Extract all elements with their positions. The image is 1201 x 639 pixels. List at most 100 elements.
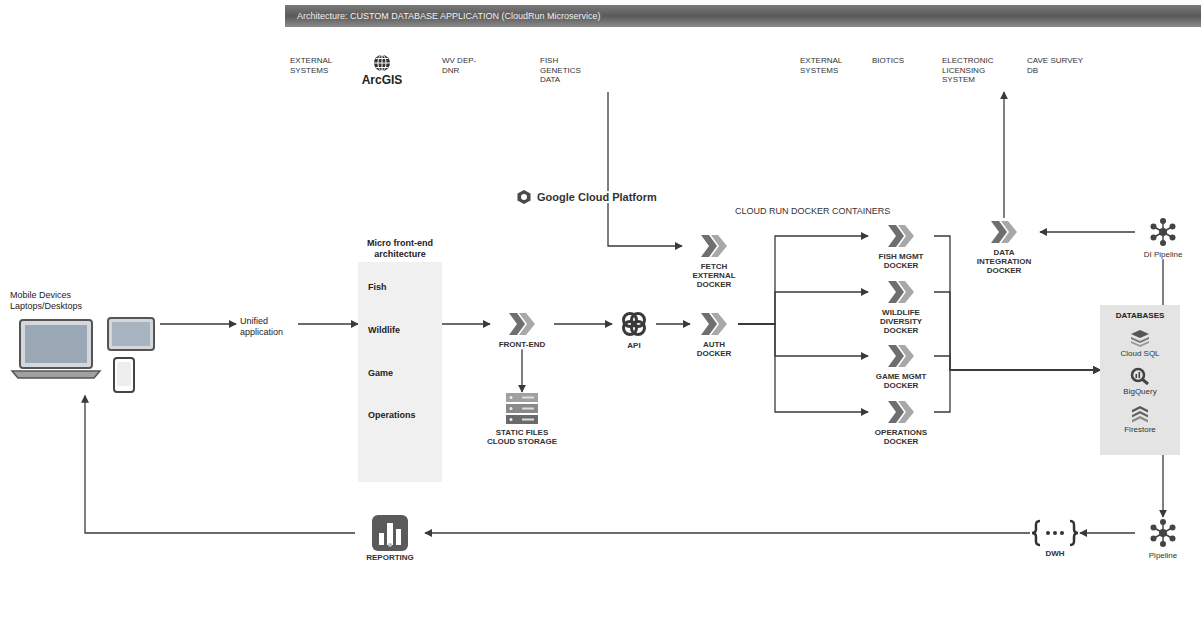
chev-icon [508,310,536,338]
connector-arrow [934,356,1100,370]
pipeline-node: DI Pipeline [1135,216,1191,259]
node-label: GAME MGMT DOCKER [868,372,934,390]
text-holder: CLOUD RUN DOCKER CONTAINERS [735,206,890,216]
connector-arrow [608,92,682,246]
connector-arrow [738,292,868,324]
icon-holder [868,342,934,370]
api-icon [619,309,649,339]
connector-arrow [934,292,1100,370]
cloud-run-container: DATA INTEGRATION DOCKER [968,218,1040,276]
dev-icon [10,316,160,396]
frontend-item: Operations [364,410,436,421]
external-systems-group: EXTERNAL SYSTEMS BIOTICS ELECTRONIC LICENS… [795,52,1095,92]
hub-icon [1147,517,1179,549]
text-holder: EXTERNAL SYSTEMS [800,56,852,75]
cloud-run-container: WILDLIFE DIVERSITY DOCKER [868,278,934,336]
chev-icon [700,232,728,260]
logo-hexagon [518,190,531,204]
node-label: DI Pipeline [1135,250,1191,259]
icon-holder [1135,517,1191,549]
node-label: STATIC FILES CLOUD STORAGE [482,428,562,446]
icon-holder [868,398,934,426]
panel-heading: Micro front-end architecture [358,238,442,260]
connector-arrow [738,236,868,324]
node-label: Pipeline [1135,551,1191,560]
frontend-item: Wildlife [364,325,436,336]
server-icon [502,392,542,426]
sql-icon [1130,329,1150,347]
connector-arrow [1080,532,1135,533]
text-holder: FISH GENETICS DATA [540,56,592,85]
connector-arrow [656,323,690,324]
connector-arrow [442,323,490,324]
hub-icon [1147,216,1179,248]
item-text: Unified application [236,316,298,338]
connector-arrow [1162,455,1163,517]
text-holder: Google Cloud Platform [535,191,659,203]
connector-arrow [1040,231,1135,232]
connector-arrow [738,324,868,412]
icon-holder [690,310,738,338]
storage-node: STATIC FILES CLOUD STORAGE [482,392,562,446]
node-label: FRONT-END [490,340,554,349]
node-label: DWH [1030,549,1080,558]
icon-holder [10,316,160,396]
node-label: WILDLIFE DIVERSITY DOCKER [868,308,934,336]
connector-arrow [738,324,868,356]
logo-wordmark: ArcGIS [355,74,409,88]
node-label: Firestore [1100,425,1180,434]
icon-holder [612,309,656,339]
dwh-icon [1030,519,1080,547]
app-label: Unified application [236,316,298,338]
cloud-run-container: FISH MGMT DOCKER [868,222,934,270]
connector-arrow [85,396,355,533]
node-label: OPERATIONS DOCKER [868,428,934,446]
system-name: ELECTRONIC LICENSING SYSTEM [942,56,1006,85]
text-holder: ArcGIS [355,74,409,88]
external-systems-group: EXTERNAL SYSTEMSArcGISWV DEP-DNRFISH GEN… [285,52,612,92]
system-name: BIOTICS [872,56,922,66]
connector-arrow [298,323,358,324]
warehouse-node: DWH [1030,519,1080,558]
database-item: BigQuery [1100,367,1180,396]
icon-holder [682,232,746,260]
node-label: FETCH EXTERNAL DOCKER [682,262,746,290]
chev-icon [990,218,1018,246]
connector-arrow [1162,259,1163,305]
database-panel: DATABASESCloud SQLBigQueryFirestore [1100,305,1180,455]
item-text: Operations [364,410,436,421]
group-heading: CLOUD RUN DOCKER CONTAINERS [735,206,890,216]
chev-icon [700,310,728,338]
system-name: FISH GENETICS DATA [540,56,592,85]
fs-icon [1130,405,1150,423]
icon-holder [355,515,425,551]
icon-holder [1030,519,1080,547]
cloud-run-container: FRONT-END [490,310,554,349]
api-node: API [612,309,656,350]
item-text: Game [364,368,436,379]
chev-icon [887,342,915,370]
device-caption: Mobile Devices Laptops/Desktops [10,290,100,312]
pipeline-node: Pipeline [1135,517,1191,560]
node-label: API [612,341,656,350]
text-holder: CAVE SURVEY DB [1027,56,1087,75]
title-bar: Architecture: CUSTOM DATABASE APPLICATIO… [285,5,1201,27]
connector-arrow [1003,92,1004,218]
bq-icon [1130,367,1150,385]
system-name: EXTERNAL SYSTEMS [800,56,852,75]
globe-icon [373,54,391,72]
text-holder: ELECTRONIC LICENSING SYSTEM [942,56,1006,85]
devices-group: Mobile Devices Laptops/Desktops [10,290,160,396]
chev-icon [887,398,915,426]
connector-arrow [934,236,1100,370]
item-text: Wildlife [364,325,436,336]
chev-icon [887,278,915,306]
cloud-run-container: AUTH DOCKER [690,310,738,358]
report-icon [372,515,408,551]
connector-arrow [425,532,1030,533]
system-name: CAVE SURVEY DB [1027,56,1087,75]
panel-heading: DATABASES [1100,305,1180,321]
